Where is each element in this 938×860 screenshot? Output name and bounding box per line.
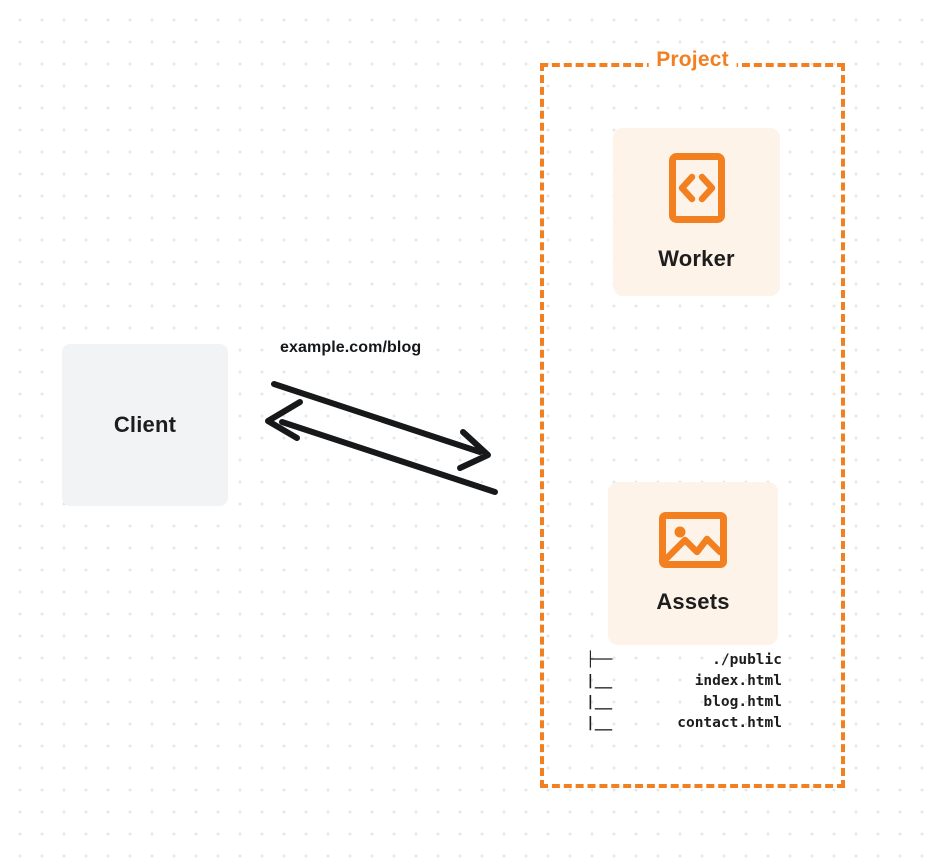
code-icon — [668, 152, 725, 228]
tree-branch: |__ — [586, 715, 613, 731]
client-node: Client — [62, 344, 228, 506]
tree-entry-name: ./public — [712, 652, 782, 668]
tree-row: |__ index.html — [586, 671, 782, 692]
tree-entry-name: contact.html — [677, 715, 782, 731]
assets-file-tree: ├── ./public |__ index.html |__ blog.htm… — [586, 650, 782, 734]
tree-row: ├── ./public — [586, 650, 782, 671]
image-icon — [659, 512, 727, 573]
tree-entry-name: blog.html — [703, 694, 782, 710]
assets-label: Assets — [656, 589, 730, 614]
response-arrow — [265, 399, 498, 495]
client-label: Client — [113, 412, 177, 437]
tree-row: |__ blog.html — [586, 692, 782, 713]
request-arrow — [271, 381, 491, 471]
tree-entry-name: index.html — [694, 673, 782, 689]
tree-row: |__ contact.html — [586, 713, 782, 734]
tree-branch: |__ — [586, 694, 613, 710]
project-boundary: Project — [540, 48, 845, 788]
tree-branch: |__ — [586, 673, 613, 689]
worker-node[interactable]: Worker — [613, 128, 780, 296]
tree-branch: ├── — [586, 652, 613, 668]
worker-label: Worker — [658, 245, 735, 271]
project-title: Project — [648, 48, 737, 72]
assets-node[interactable]: Assets — [608, 482, 778, 645]
connection-url-label: example.com/blog — [280, 339, 422, 356]
